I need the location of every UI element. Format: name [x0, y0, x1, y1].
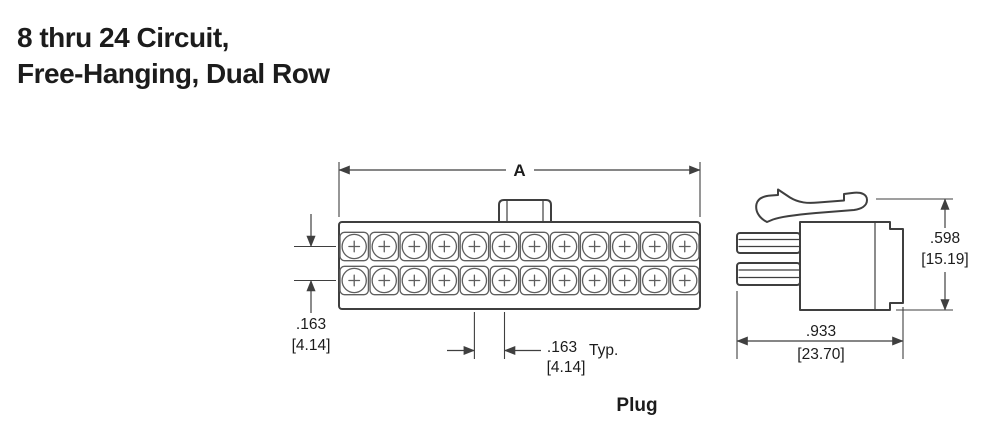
- pin-cavity-square: [609, 265, 640, 296]
- pin-cavity-square: [669, 265, 700, 296]
- pin-cavity-square: [399, 231, 430, 262]
- pin-cavity-square: [639, 265, 670, 296]
- front-housing-outline: [338, 221, 701, 310]
- side-housing-outline: [799, 221, 904, 311]
- pin-cavity-circle: [341, 233, 367, 260]
- pin-cavity-circle: [431, 267, 458, 294]
- pin-cavity-circle: [461, 267, 488, 294]
- locking-latch: [755, 188, 868, 223]
- pitch-inch: .163: [547, 339, 577, 356]
- pin-cavity-square: [549, 265, 580, 296]
- dim-text-mask: [795, 325, 847, 339]
- depth-mm: [23.70]: [797, 346, 844, 363]
- side-view: [736, 188, 904, 311]
- height-mm: [15.19]: [921, 251, 968, 268]
- mating-tab-top: [736, 232, 801, 254]
- pin-cavity-circle: [611, 233, 638, 260]
- pin-cavity-circle: [431, 233, 458, 260]
- pin-cavity-square: [489, 265, 520, 296]
- dim-a-label: A: [513, 161, 525, 180]
- pin-cavity-circle: [551, 233, 578, 260]
- pin-cavity-square: [579, 265, 610, 296]
- pin-cavity-circle: [401, 267, 428, 294]
- pin-cavity-circle: [611, 267, 638, 294]
- dim-overall-width: A: [338, 161, 701, 217]
- pin-cavity-square: [339, 231, 370, 262]
- pin-cavity-circle: [551, 267, 578, 294]
- pin-cavity-circle: [371, 267, 397, 294]
- dim-row-spacing: .163 [4.14]: [292, 214, 336, 354]
- pin-cavity-circle: [401, 233, 428, 260]
- pin-cavity-square: [579, 231, 610, 262]
- pin-cavity-circle: [672, 267, 698, 294]
- pin-cavity-circle: [581, 233, 608, 260]
- pin-cavity-circle: [371, 233, 397, 260]
- row-spacing-inch: .163: [296, 316, 326, 333]
- pin-cavity-square: [609, 231, 640, 262]
- pitch-typ: Typ.: [589, 342, 618, 359]
- polarization-tab: [498, 199, 552, 223]
- pin-cavity-square: [429, 231, 460, 262]
- pin-cavity-square: [669, 231, 700, 262]
- pin-cavity-circle: [641, 267, 668, 294]
- pin-cavity-circle: [461, 233, 488, 260]
- mating-tab-bottom: [736, 262, 801, 286]
- pin-cavity-circle: [491, 233, 518, 260]
- pin-cavity-square: [489, 231, 520, 262]
- dim-pin-pitch: .163 Typ. [4.14]: [447, 312, 618, 376]
- pin-cavity-circle: [521, 267, 548, 294]
- pin-cavity-square: [549, 231, 580, 262]
- height-inch: .598: [930, 230, 960, 247]
- pin-cavity-square: [369, 231, 400, 262]
- pin-cavity-circle: [341, 267, 367, 294]
- pin-cavity-square: [459, 231, 490, 262]
- pin-cavity-circle: [521, 233, 548, 260]
- pin-cavity-square: [339, 265, 370, 296]
- front-view: [338, 199, 701, 310]
- pin-cavity-square: [519, 265, 550, 296]
- title-line-1: 8 thru 24 Circuit,: [17, 22, 229, 53]
- pin-cavity-square: [399, 265, 430, 296]
- pin-grid: [339, 231, 700, 296]
- dim-depth: .933 [23.70]: [736, 291, 904, 363]
- pin-cavity-square: [369, 265, 400, 296]
- depth-inch: .933: [806, 323, 836, 340]
- caption-plug: Plug: [616, 395, 657, 416]
- pin-cavity-square: [429, 265, 460, 296]
- pin-cavity-circle: [672, 233, 698, 260]
- dim-height: .598 [15.19]: [876, 198, 969, 311]
- pitch-mm: [4.14]: [547, 359, 586, 376]
- pin-cavity-circle: [581, 267, 608, 294]
- title-line-2: Free-Hanging, Dual Row: [17, 58, 330, 89]
- pin-cavity-square: [459, 265, 490, 296]
- pin-cavity-circle: [491, 267, 518, 294]
- pin-cavity-square: [639, 231, 670, 262]
- row-spacing-mm: [4.14]: [292, 337, 331, 354]
- pin-cavity-square: [519, 231, 550, 262]
- pin-cavity-circle: [641, 233, 668, 260]
